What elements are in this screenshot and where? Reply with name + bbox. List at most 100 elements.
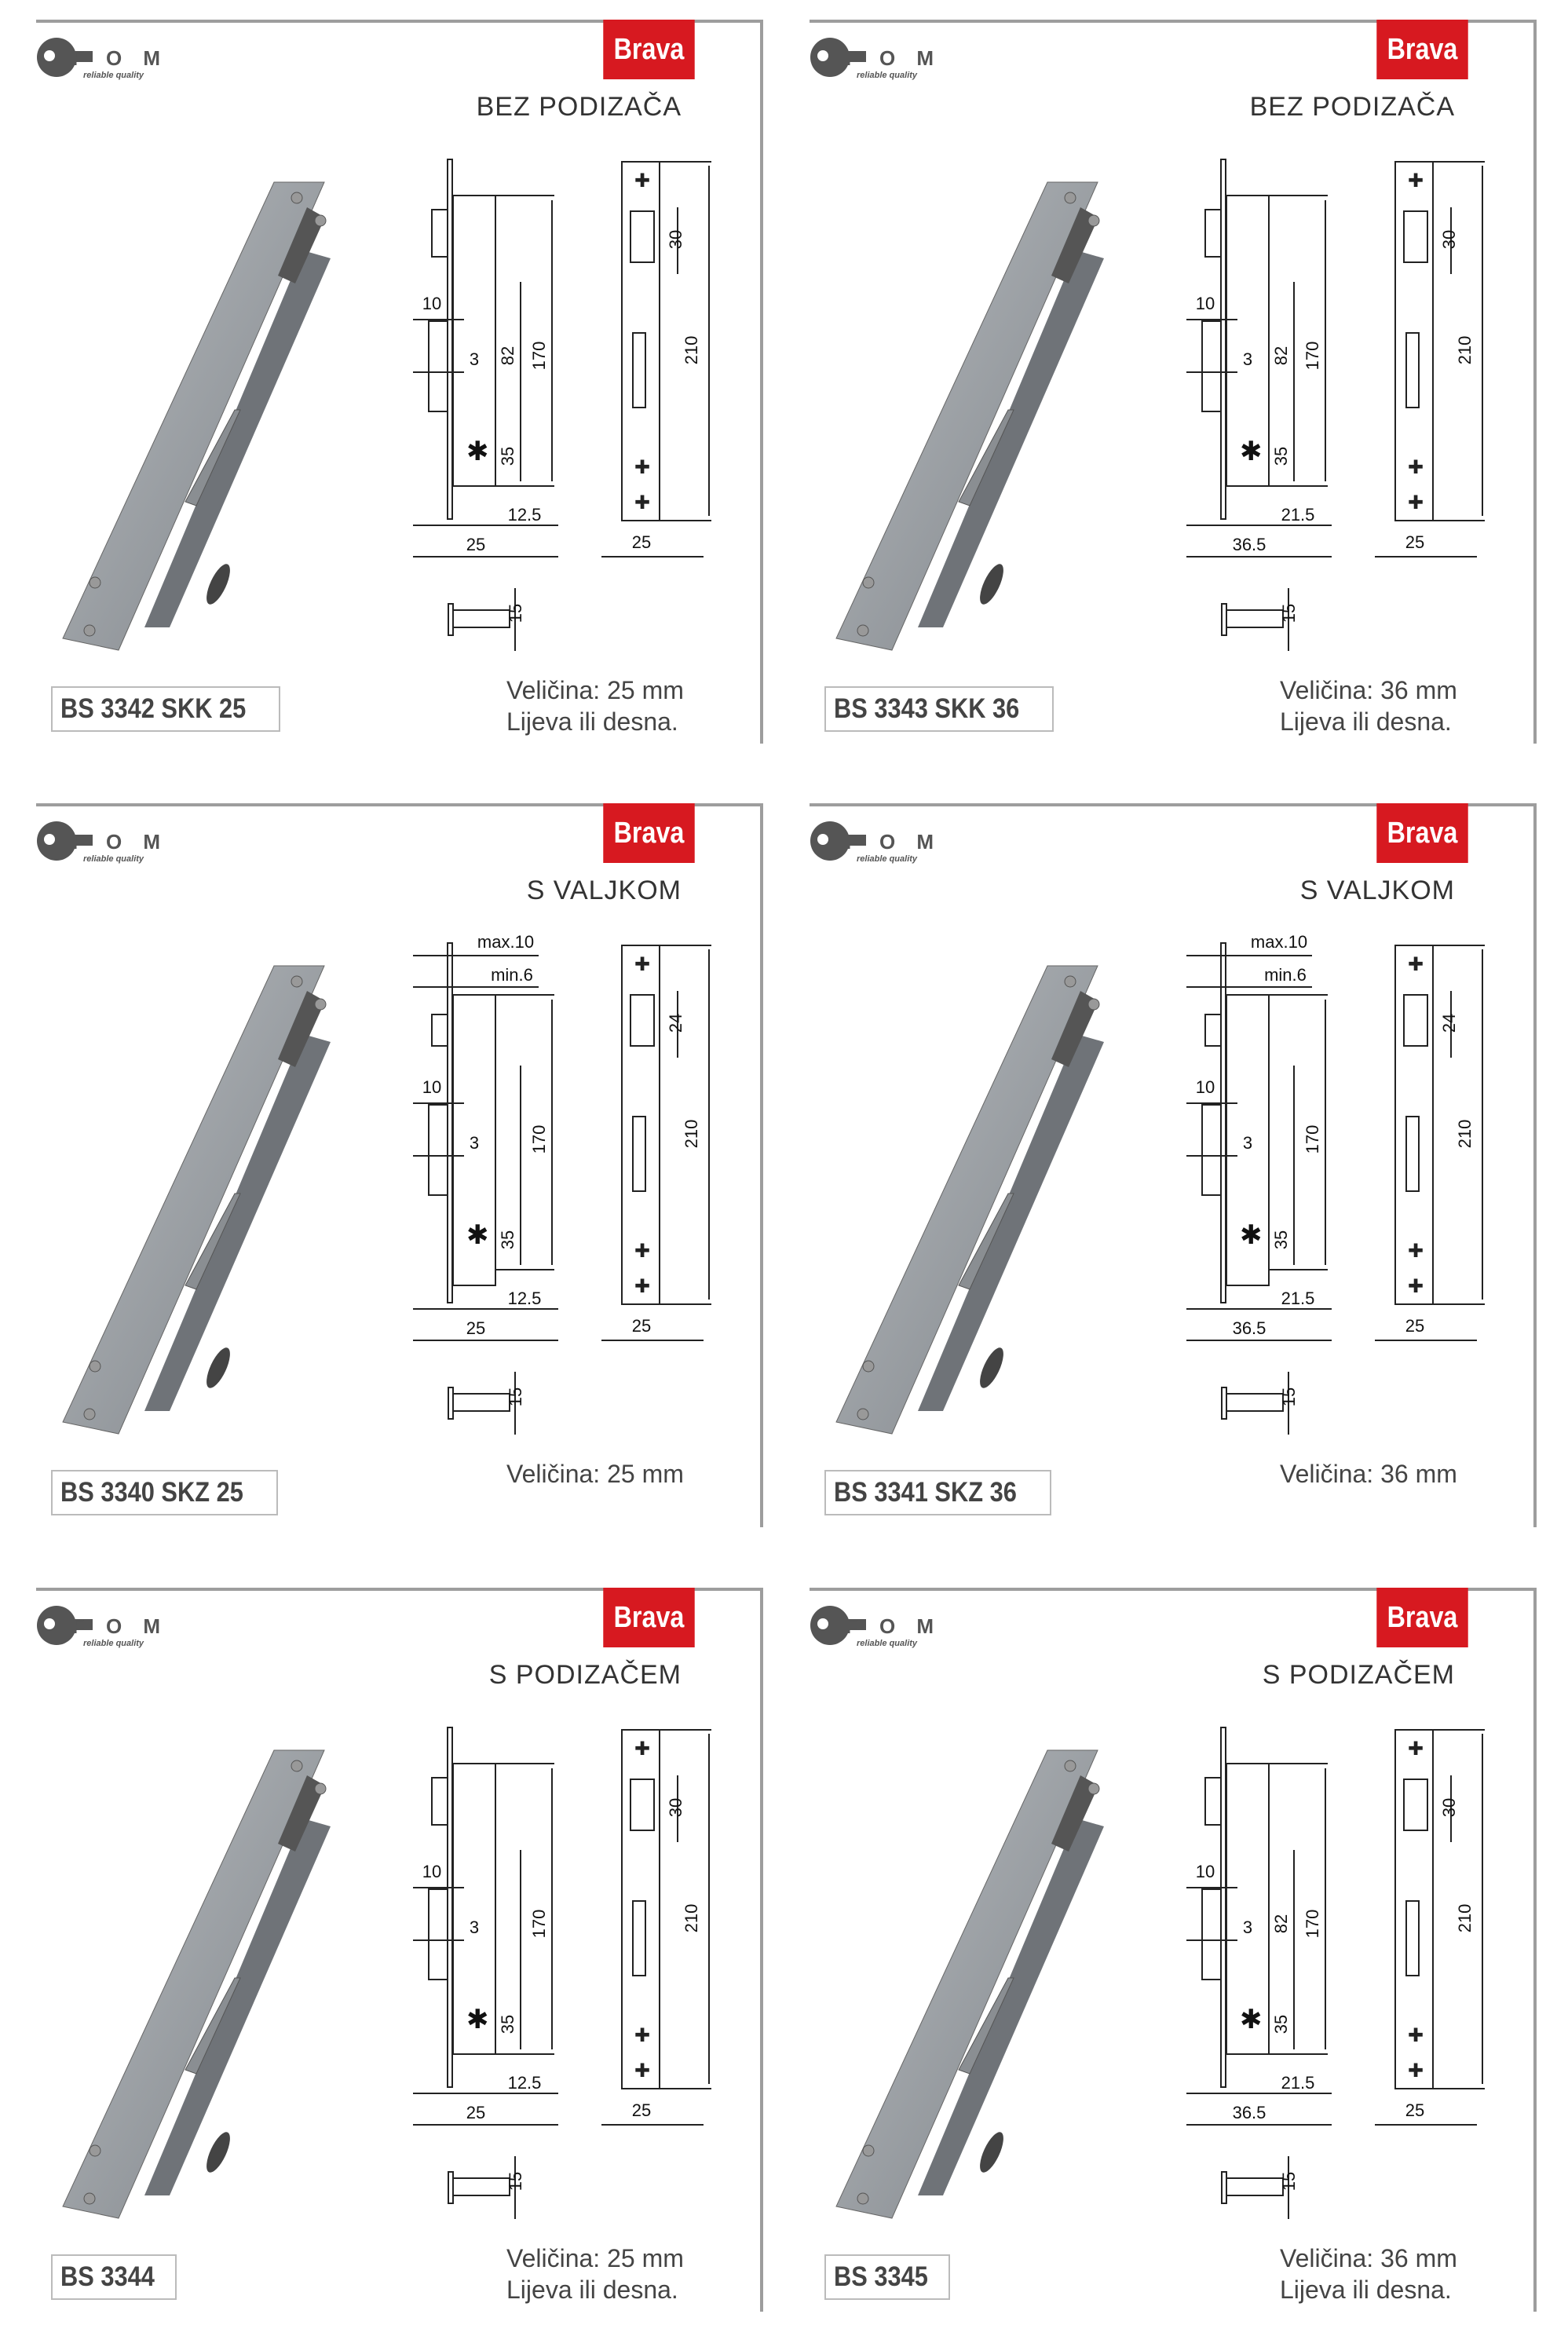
svg-text:✚: ✚: [1408, 1276, 1424, 1297]
lock-type-subtitle: S PODIZAČEM: [488, 1660, 682, 1690]
dimension-label-d15: 15: [1279, 604, 1299, 623]
dimension-label-dback: 12.5: [508, 1289, 542, 1308]
category-badge: Brava: [603, 803, 695, 863]
dimension-label-d10: 10: [422, 1862, 441, 1881]
dimension-label-dside: 25: [1405, 1316, 1424, 1336]
svg-text:reliable quality: reliable quality: [857, 1639, 918, 1648]
lock-type-subtitle: BEZ PODIZAČA: [1249, 92, 1455, 122]
dimension-label-d15: 15: [506, 2172, 525, 2191]
category-badge: Brava: [603, 1588, 695, 1647]
dimension-label-d35: 35: [1271, 447, 1291, 466]
fom-logo: FOM reliable quality: [810, 1606, 934, 1648]
svg-text:✚: ✚: [634, 1738, 650, 1760]
lock-photo: [62, 965, 331, 1435]
product-info: Veličina: 36 mm: [1280, 1458, 1457, 1490]
model-label: BS 3342 SKK 25: [51, 686, 281, 732]
dimension-label-d10: 10: [1196, 294, 1215, 313]
dimension-label-dside: 25: [1405, 2100, 1424, 2120]
size-text: Veličina: 36 mm: [1280, 2244, 1457, 2272]
bolt-detail-drawing: [448, 2156, 516, 2219]
dimension-label-d170: 170: [1303, 1910, 1322, 1939]
svg-text:reliable quality: reliable quality: [857, 71, 918, 80]
category-badge: Brava: [1376, 1588, 1468, 1647]
size-text: Veličina: 36 mm: [1280, 676, 1457, 704]
dimension-label-d35: 35: [498, 447, 517, 466]
model-number: BS 3342 SKK 25: [60, 693, 247, 724]
bolt-detail-drawing: [448, 1372, 516, 1435]
dimension-label-d35: 35: [1271, 1230, 1291, 1249]
size-text: Veličina: 25 mm: [506, 676, 684, 704]
side-view-drawing: ✚✚✚: [1375, 1729, 1485, 2126]
front-view-drawing: ✱: [413, 942, 558, 1341]
front-view-drawing: ✱: [1186, 1727, 1332, 2126]
svg-text:✚: ✚: [1408, 954, 1424, 975]
model-number: BS 3341 SKZ 36: [834, 1477, 1017, 1508]
svg-text:✚: ✚: [634, 170, 650, 192]
follower-symbol: ✱: [466, 1220, 489, 1250]
svg-text:✚: ✚: [634, 457, 650, 478]
model-number: BS 3343 SKK 36: [834, 693, 1020, 724]
dimension-label-dwidth: 36.5: [1233, 2103, 1266, 2122]
follower-symbol: ✱: [1240, 1220, 1263, 1250]
lock-type-subtitle: S VALJKOM: [1299, 876, 1455, 905]
product-info: Veličina: 36 mm Lijeva ili desna.: [1280, 674, 1457, 737]
dimension-label-d170: 170: [1303, 342, 1322, 371]
lock-photo: [62, 181, 331, 651]
product-info: Veličina: 25 mm: [506, 1458, 684, 1490]
lock-type-subtitle: BEZ PODIZAČA: [476, 92, 682, 122]
side-text: Lijeva ili desna.: [506, 707, 678, 736]
fom-logo: FOM reliable quality: [810, 821, 934, 864]
model-label: BS 3343 SKK 36: [824, 686, 1054, 732]
dimension-label-d82: 82: [498, 346, 517, 365]
product-info: Veličina: 25 mm Lijeva ili desna.: [506, 674, 684, 737]
product-info: Veličina: 25 mm Lijeva ili desna.: [506, 2243, 684, 2305]
bolt-detail-drawing: [1221, 2156, 1289, 2219]
dimension-label-dwidth: 36.5: [1233, 535, 1266, 554]
dimension-label-d210: 210: [682, 1120, 701, 1149]
dimension-label-dwidth: 25: [466, 1318, 485, 1338]
dimension-label-dmax: max.10: [1251, 932, 1307, 952]
category-badge: Brava: [603, 20, 695, 79]
dimension-label-d82: 82: [1271, 346, 1291, 365]
bolt-detail-drawing: [448, 588, 516, 651]
bolt-detail-drawing: [1221, 588, 1289, 651]
dimension-label-d35: 35: [1271, 2015, 1291, 2034]
dimension-label-d35: 35: [498, 1230, 517, 1249]
model-number: BS 3340 SKZ 25: [60, 1477, 243, 1508]
dimension-label-d3: 3: [470, 1917, 479, 1937]
dimension-label-dmin: min.6: [1264, 965, 1307, 985]
follower-symbol: ✱: [1240, 437, 1263, 466]
dimension-label-d210: 210: [682, 336, 701, 365]
dimension-label-d15: 15: [1279, 1387, 1299, 1406]
product-card: FOM reliable quality Brava S PODIZAČEM B…: [36, 1588, 763, 2312]
svg-text:✚: ✚: [1408, 2060, 1424, 2082]
dimension-label-dback: 12.5: [508, 505, 542, 525]
svg-text:reliable quality: reliable quality: [83, 1639, 144, 1648]
side-view-drawing: ✚✚✚: [601, 161, 711, 558]
fom-logo: FOM reliable quality: [37, 38, 160, 80]
product-card: FOM reliable quality Brava S VALJKOM BS …: [810, 803, 1537, 1527]
dimension-label-d35: 35: [498, 2015, 517, 2034]
dimension-label-d10: 10: [422, 294, 441, 313]
dimension-label-d10: 10: [422, 1077, 441, 1097]
lock-photo: [835, 1749, 1104, 2219]
front-view-drawing: ✱: [413, 159, 558, 558]
dimension-label-dwidth: 25: [466, 535, 485, 554]
bolt-detail-drawing: [1221, 1372, 1289, 1435]
product-info: Veličina: 36 mm Lijeva ili desna.: [1280, 2243, 1457, 2305]
dimension-label-d15: 15: [506, 604, 525, 623]
dimension-label-dtop: 30: [666, 230, 685, 249]
svg-text:✚: ✚: [634, 2060, 650, 2082]
follower-symbol: ✱: [466, 2005, 489, 2034]
dimension-label-dside: 25: [632, 2100, 651, 2120]
dimension-label-d82: 82: [1271, 1914, 1291, 1933]
dimension-label-dback: 21.5: [1281, 1289, 1315, 1308]
svg-text:✚: ✚: [1408, 1738, 1424, 1760]
dimension-label-d3: 3: [1243, 1917, 1252, 1937]
size-text: Veličina: 25 mm: [506, 2244, 684, 2272]
dimension-label-dtop: 30: [1439, 1798, 1459, 1817]
